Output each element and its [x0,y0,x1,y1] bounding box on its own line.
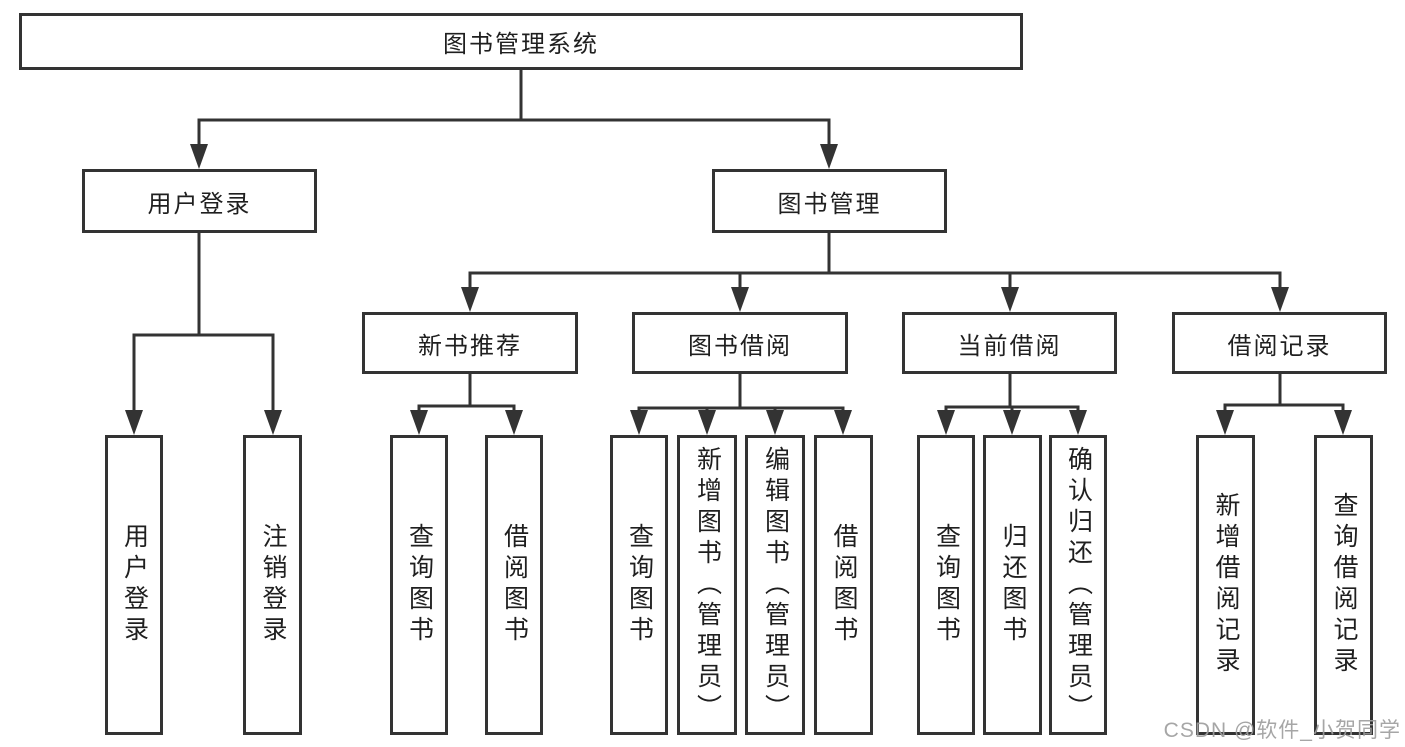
leaf-add-borrow-record: 新增借阅记录 [1196,435,1255,735]
arrow-down-icon [410,410,428,435]
node-current-borrowing: 当前借阅 [902,312,1117,374]
connector-root [197,67,831,149]
leaf-label: 借阅图书 [830,523,858,647]
leaf-borrow-books-1: 借阅图书 [485,435,543,735]
node-root-system: 图书管理系统 [19,13,1023,70]
leaf-label: 新增借阅记录 [1212,492,1240,678]
connector-book-borrowing [637,372,845,415]
leaf-label: 查询图书 [405,523,434,647]
connector-book-management [468,231,1282,292]
arrow-down-icon [731,287,749,312]
leaf-confirm-return-admin: 确认归还（管理员） [1049,435,1107,735]
leaf-label: 查询借阅记录 [1330,492,1358,678]
connector-user-login [132,231,275,415]
arrow-down-icon [1334,410,1352,435]
leaf-label: 归还图书 [999,523,1027,647]
leaf-return-books: 归还图书 [983,435,1042,735]
leaf-add-books-admin: 新增图书（管理员） [677,435,737,735]
arrow-down-icon [190,144,208,169]
arrow-down-icon [1271,287,1289,312]
arrow-down-icon [630,410,648,435]
arrow-down-icon [1001,287,1019,312]
leaf-label: 编辑图书（管理员） [761,445,790,725]
leaf-label: 注销登录 [259,523,287,647]
leaf-label: 借阅图书 [500,523,529,647]
node-borrow-records: 借阅记录 [1172,312,1387,374]
arrow-down-icon [766,410,784,435]
watermark: CSDN @软件_小贺同学 [1163,719,1401,742]
arrow-down-icon [125,410,143,435]
node-new-book-recommend: 新书推荐 [362,312,578,374]
leaf-label: 新增图书（管理员） [693,445,722,725]
leaf-user-login: 用户登录 [105,435,163,735]
arrow-down-icon [505,410,523,435]
connector-current-borrowing [944,372,1080,415]
connector-borrow-records [1223,372,1345,415]
arrow-down-icon [1216,410,1234,435]
node-book-management: 图书管理 [712,169,947,233]
leaf-edit-books-admin: 编辑图书（管理员） [745,435,805,735]
leaf-label: 查询图书 [625,523,654,647]
leaf-query-borrow-record: 查询借阅记录 [1314,435,1373,735]
node-book-borrowing: 图书借阅 [632,312,848,374]
arrow-down-icon [937,410,955,435]
arrow-down-icon [820,144,838,169]
arrow-down-icon [1069,410,1087,435]
arrow-down-icon [698,410,716,435]
connector-new-book [417,372,516,415]
arrow-down-icon [1003,410,1021,435]
leaf-logout: 注销登录 [243,435,302,735]
node-user-login: 用户登录 [82,169,317,233]
leaf-query-books-2: 查询图书 [610,435,668,735]
arrow-down-icon [834,410,852,435]
leaf-label: 确认归还（管理员） [1064,445,1093,725]
arrow-down-icon [264,410,282,435]
leaf-borrow-books-2: 借阅图书 [814,435,873,735]
leaf-label: 用户登录 [120,523,149,647]
leaf-query-books-1: 查询图书 [390,435,448,735]
leaf-query-books-3: 查询图书 [917,435,975,735]
arrow-down-icon [461,287,479,312]
leaf-label: 查询图书 [932,523,961,647]
